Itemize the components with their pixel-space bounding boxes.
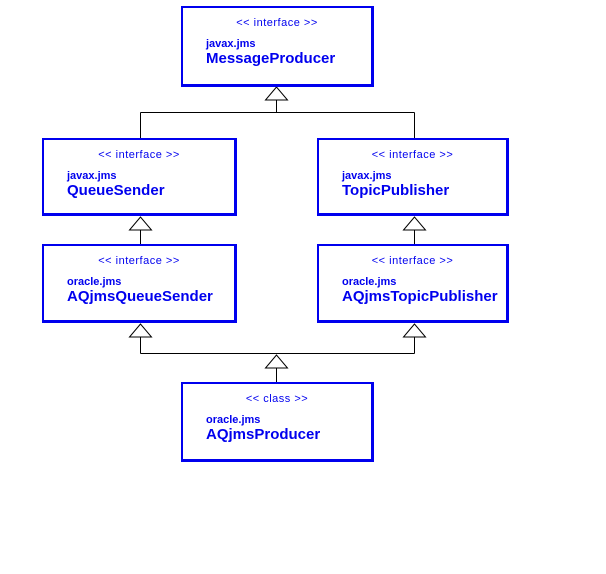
inheritance-arrow-icon xyxy=(402,323,427,338)
package-label: oracle.jms xyxy=(206,414,261,426)
stereotype-label: << interface >> xyxy=(371,149,454,161)
uml-node-aqjms-producer: << class >> oracle.jms AQjmsProducer xyxy=(181,382,374,462)
stereotype-label: << interface >> xyxy=(236,17,318,29)
package-label: javax.jms xyxy=(67,170,117,182)
package-label: javax.jms xyxy=(342,170,392,182)
class-name-label: AQjmsQueueSender xyxy=(67,288,213,305)
connector-top-trunk xyxy=(140,100,415,138)
class-name-label: AQjmsTopicPublisher xyxy=(342,288,498,305)
uml-node-aqjms-topic-publisher: << interface >> oracle.jms AQjmsTopicPub… xyxy=(317,244,509,323)
stereotype-label: << interface >> xyxy=(371,255,454,267)
uml-node-topic-publisher: << interface >> javax.jms TopicPublisher xyxy=(317,138,509,216)
inheritance-arrow-icon xyxy=(128,216,153,231)
package-label: oracle.jms xyxy=(342,276,397,288)
inheritance-arrow-icon xyxy=(128,323,153,338)
inheritance-arrow-icon xyxy=(264,354,289,369)
package-label: javax.jms xyxy=(206,38,256,50)
connector-bottom-junction xyxy=(140,337,415,382)
uml-node-aqjms-queue-sender: << interface >> oracle.jms AQjmsQueueSen… xyxy=(42,244,237,323)
uml-node-queue-sender: << interface >> javax.jms QueueSender xyxy=(42,138,237,216)
package-label: oracle.jms xyxy=(67,276,122,288)
class-name-label: QueueSender xyxy=(67,182,165,199)
class-name-label: AQjmsProducer xyxy=(206,426,321,443)
stereotype-label: << interface >> xyxy=(98,149,180,161)
inheritance-arrow-icon xyxy=(264,86,289,101)
class-name-label: MessageProducer xyxy=(206,50,336,67)
stereotype-label: << class >> xyxy=(245,393,309,405)
uml-node-message-producer: << interface >> javax.jms MessageProduce… xyxy=(181,6,374,87)
stereotype-label: << interface >> xyxy=(98,255,180,267)
inheritance-arrow-icon xyxy=(402,216,427,231)
class-name-label: TopicPublisher xyxy=(342,182,450,199)
